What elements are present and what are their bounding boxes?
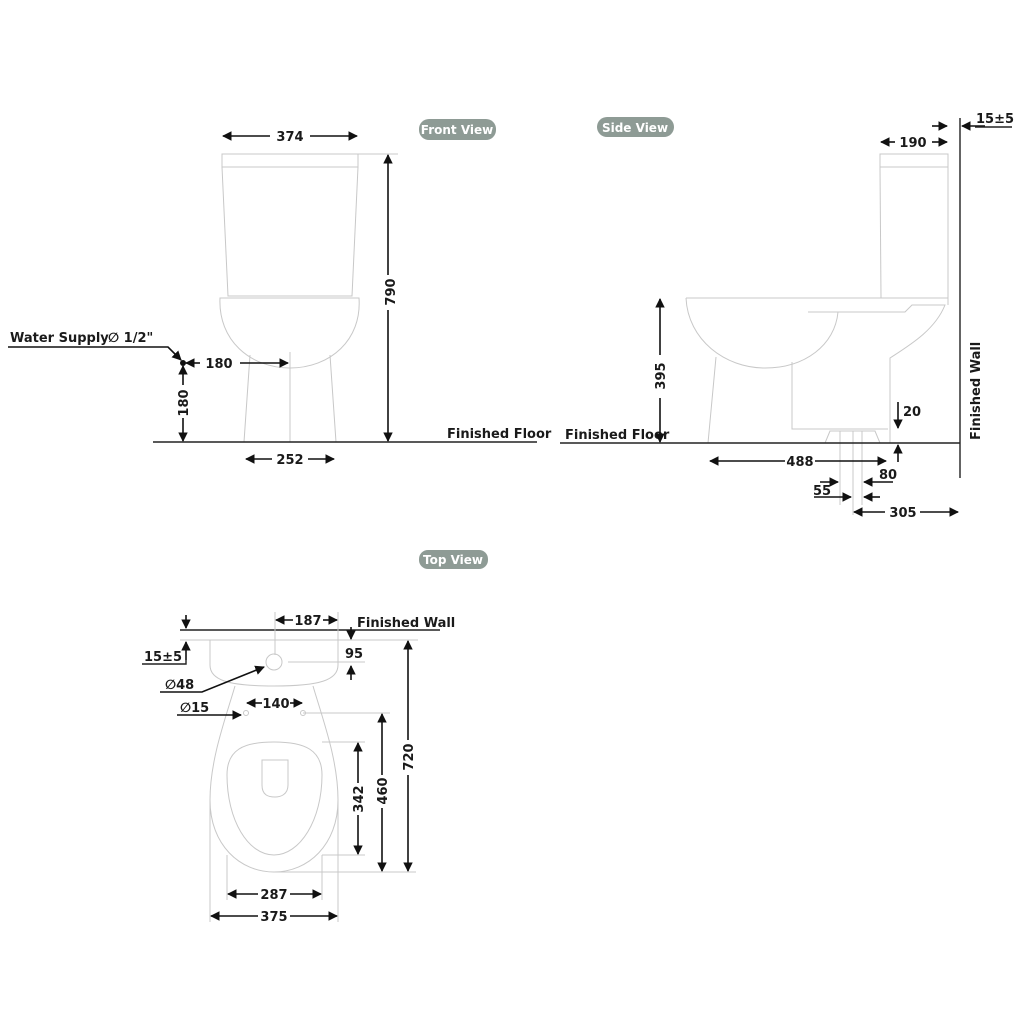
side-wall-label: Finished Wall: [969, 342, 984, 440]
dim-tank-depth: 190: [899, 136, 926, 151]
dim-inlet-diameter: ∅48: [165, 678, 194, 693]
top-wall-label: Finished Wall: [357, 616, 455, 631]
dim-front-width: 374: [276, 130, 303, 145]
dim-inlet-offset: 187: [294, 614, 321, 629]
front-view-label: Front View: [419, 119, 496, 140]
water-supply-point: [180, 360, 186, 366]
dim-55: 55: [813, 484, 831, 499]
dim-length: 488: [786, 455, 813, 470]
dim-total-width: 375: [260, 910, 287, 925]
dim-80: 80: [879, 468, 897, 483]
dim-total-depth: 720: [402, 743, 417, 770]
dim-outlet-to-wall: 305: [889, 506, 916, 521]
dim-inlet-depth: 95: [345, 647, 363, 662]
dim-side-wall-gap: 15±5: [976, 112, 1014, 127]
dim-top-wall-gap: 15±5: [144, 650, 182, 665]
dim-front-height: 790: [384, 278, 399, 305]
top-view-label: Top View: [419, 550, 488, 569]
front-view: Front View Finished Floor 374 790 Water …: [8, 119, 552, 468]
dim-foot-height: 20: [903, 405, 921, 420]
side-floor-label: Finished Floor: [565, 428, 670, 443]
dim-seat-width: 287: [260, 888, 287, 903]
top-view: Top View Finished Wall 15±5 187 95 ∅48 ∅…: [142, 550, 488, 925]
dim-seat-height: 395: [654, 362, 669, 389]
side-view-title: Side View: [602, 121, 668, 135]
top-toilet-outline: [209, 612, 416, 922]
front-view-title: Front View: [421, 123, 493, 137]
dim-supply-height: 180: [177, 389, 192, 416]
dim-fixing-diameter: ∅15: [180, 701, 209, 716]
front-toilet-outline: [219, 153, 360, 443]
side-toilet-outline: [685, 153, 949, 515]
side-view-label: Side View: [597, 117, 674, 137]
side-view: Side View Finished Floor Finished Wall 1…: [560, 112, 1014, 521]
top-view-title: Top View: [423, 553, 483, 567]
dim-seat-depth: 342: [352, 785, 367, 812]
water-supply-size: ∅ 1/2": [108, 331, 153, 346]
dim-fixing-spacing: 140: [262, 697, 289, 712]
front-floor-label: Finished Floor: [447, 427, 552, 442]
water-supply-label: Water Supply: [10, 331, 109, 346]
dim-base-width: 252: [276, 453, 303, 468]
dim-supply-offset: 180: [205, 357, 232, 372]
dim-fixing-to-front: 460: [376, 777, 391, 804]
